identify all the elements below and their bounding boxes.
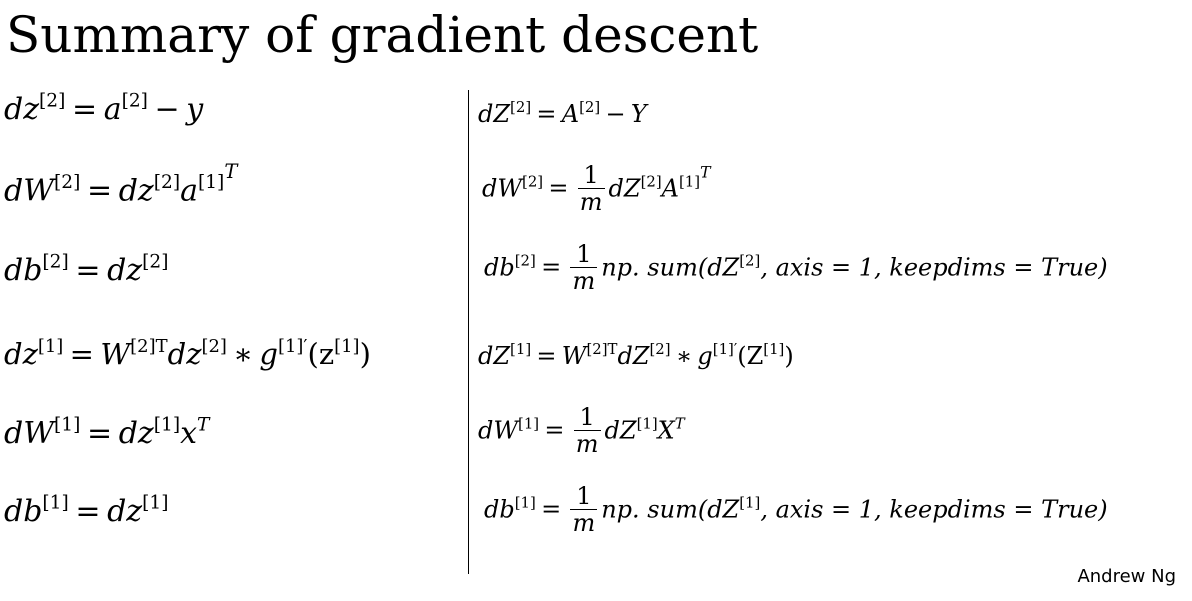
left-eq-dz1: dz[1]=W[2]Tdz[2]∗g[1]′(z[1]) [4,335,371,371]
right-eq-dZ1: dZ[1]=W[2]TdZ[2]∗g[1]′(Z[1]) [478,339,794,370]
left-eq-db2: db[2]=dz[2] [4,251,169,288]
slide-footer-author: Andrew Ng [1077,566,1176,587]
slide-title: Summary of gradient descent [6,6,759,64]
left-eq-dz2: dz[2]=a[2]−y [4,90,204,127]
left-eq-dw1: dW[1]=dz[1]xT [4,414,210,451]
left-eq-db1: db[1]=dz[1] [4,492,169,529]
right-eq-dZ2: dZ[2]=A[2]−Y [478,97,647,128]
left-eq-dw2: dW[2]=dz[2]a[1]T [4,160,238,209]
column-divider [468,90,469,574]
